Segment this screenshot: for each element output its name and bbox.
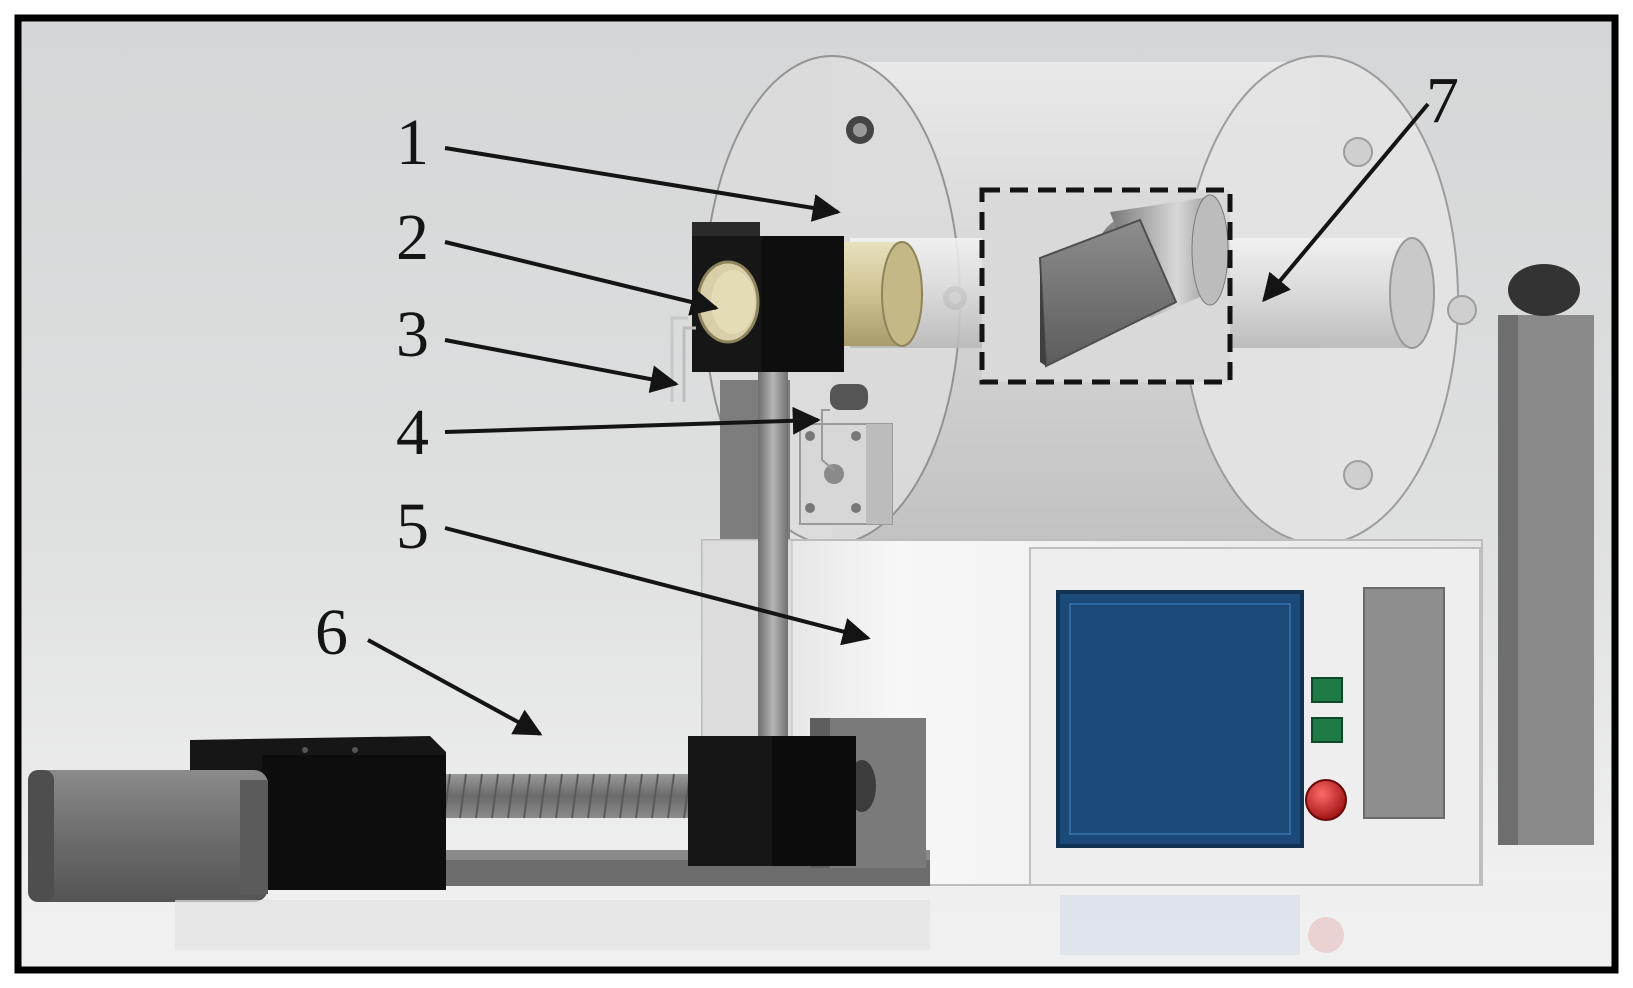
- tool-inset: [979, 187, 1233, 385]
- arrow-4: [444, 406, 821, 435]
- callout-label-2: 2: [396, 201, 429, 274]
- arrow-1: [444, 146, 841, 222]
- callout-label-3: 3: [396, 298, 429, 371]
- callout-label-4: 4: [396, 396, 429, 469]
- linear-stage: [28, 718, 930, 950]
- arrow-6: [367, 638, 543, 736]
- arrow-5: [444, 526, 871, 646]
- callout-label-6: 6: [315, 596, 348, 669]
- arrow-2: [444, 240, 719, 316]
- callout-label-7: 7: [1426, 64, 1459, 137]
- green-button-bottom: [1311, 717, 1343, 743]
- arrow-7: [1262, 102, 1430, 303]
- stepper-motor-icon: [28, 770, 268, 902]
- green-button-top: [1311, 677, 1343, 703]
- arrow-3: [444, 338, 679, 394]
- control-screen-icon: [1056, 590, 1304, 848]
- figure-frame: [14, 14, 1619, 974]
- emergency-stop-icon: [1305, 779, 1347, 821]
- callout-label-1: 1: [396, 106, 429, 179]
- callout-label-5: 5: [396, 490, 429, 563]
